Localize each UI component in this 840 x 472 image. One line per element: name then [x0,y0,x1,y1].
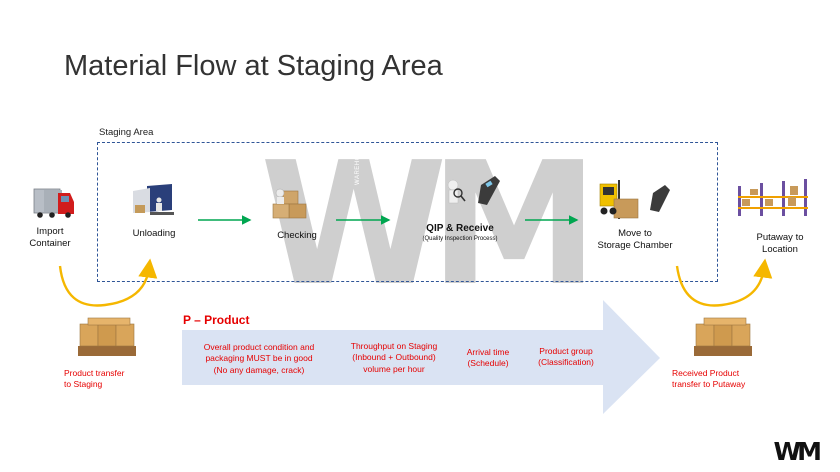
step-putaway: Putaway to Location [756,232,804,255]
checking-icon [272,188,307,219]
qip-icon [447,176,500,205]
staging-area-box [97,142,718,282]
forklift-icon [599,180,670,219]
product-arrow-shape [182,300,660,414]
page-title: Material Flow at Staging Area [64,50,443,82]
step-unloading: Unloading [132,228,176,239]
product-note-throughput: Throughput on Staging (Inbound + Outboun… [350,341,438,374]
pallet-boxes-left-icon [78,317,136,356]
step-move-storage: Move to Storage Chamber [597,228,673,251]
product-note-arrival: Arrival time (Schedule) [466,347,510,369]
curve-arrow-right [675,258,773,307]
curve-arrow-left [58,258,158,307]
staging-area-label: Staging Area [99,127,154,138]
step-import-container: Import Container [29,226,71,249]
step-checking: Checking [277,230,317,241]
wm-logo: WM [773,437,823,466]
putaway-racks-icon [738,179,808,216]
product-note-group: Product group (Classification) [538,346,594,368]
step-qip-receive: QIP & Receive [426,223,494,234]
transfer-right-note: Received Product transfer to Putaway [672,368,746,390]
truck-icon [33,188,74,218]
step-qip-subtitle: (Quality Inspection Process) [422,236,498,242]
product-section-title: P – Product [183,313,250,327]
transfer-left-note: Product transfer to Staging [64,368,125,390]
product-note-condition: Overall product condition and packaging … [203,342,315,375]
unloading-icon [133,184,174,215]
pallet-boxes-right-icon [694,317,752,356]
